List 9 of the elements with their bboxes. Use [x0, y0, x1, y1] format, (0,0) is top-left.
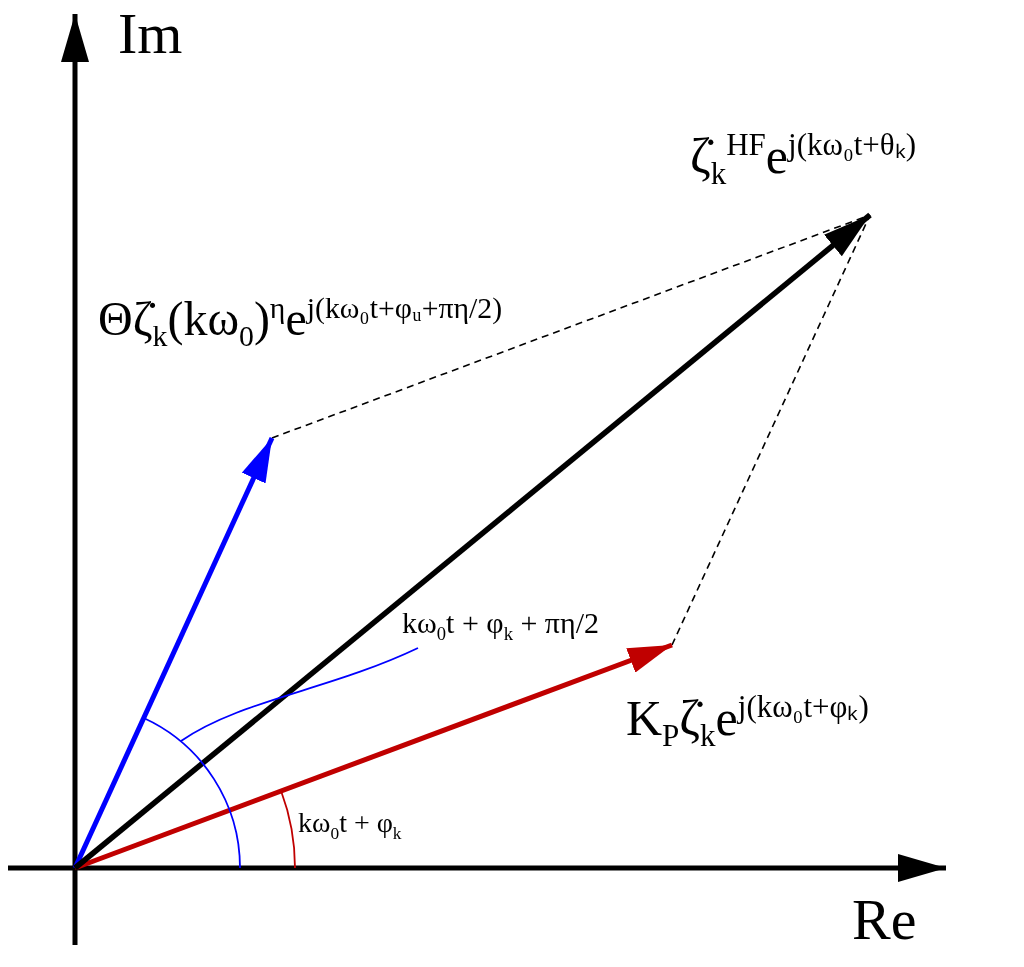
phasor-label: ζ̇$_{k}$$^{HF}$e$^{j(kω₀t+θₖ)}$	[690, 128, 916, 191]
phasor-label: Θζ̇$_{k}$(kω$_{0}$)$^{η}$e$^{j(kω₀t+φᵤ+πη/2)}$	[98, 292, 503, 353]
axis-label: Im	[118, 2, 183, 66]
phasor-label: K$_{P}$ζ̇$_{k}$e$^{j(kω₀t+φₖ)}$	[626, 690, 869, 753]
angle-label: kω$_{0}$t + φ$_{k}$ + πη/2	[402, 606, 599, 645]
angle-label: kω$_{0}$t + φ$_{k}$	[298, 808, 402, 843]
leader-line	[179, 647, 419, 743]
axis-label: Re	[852, 888, 917, 952]
angle-arc	[142, 717, 241, 869]
